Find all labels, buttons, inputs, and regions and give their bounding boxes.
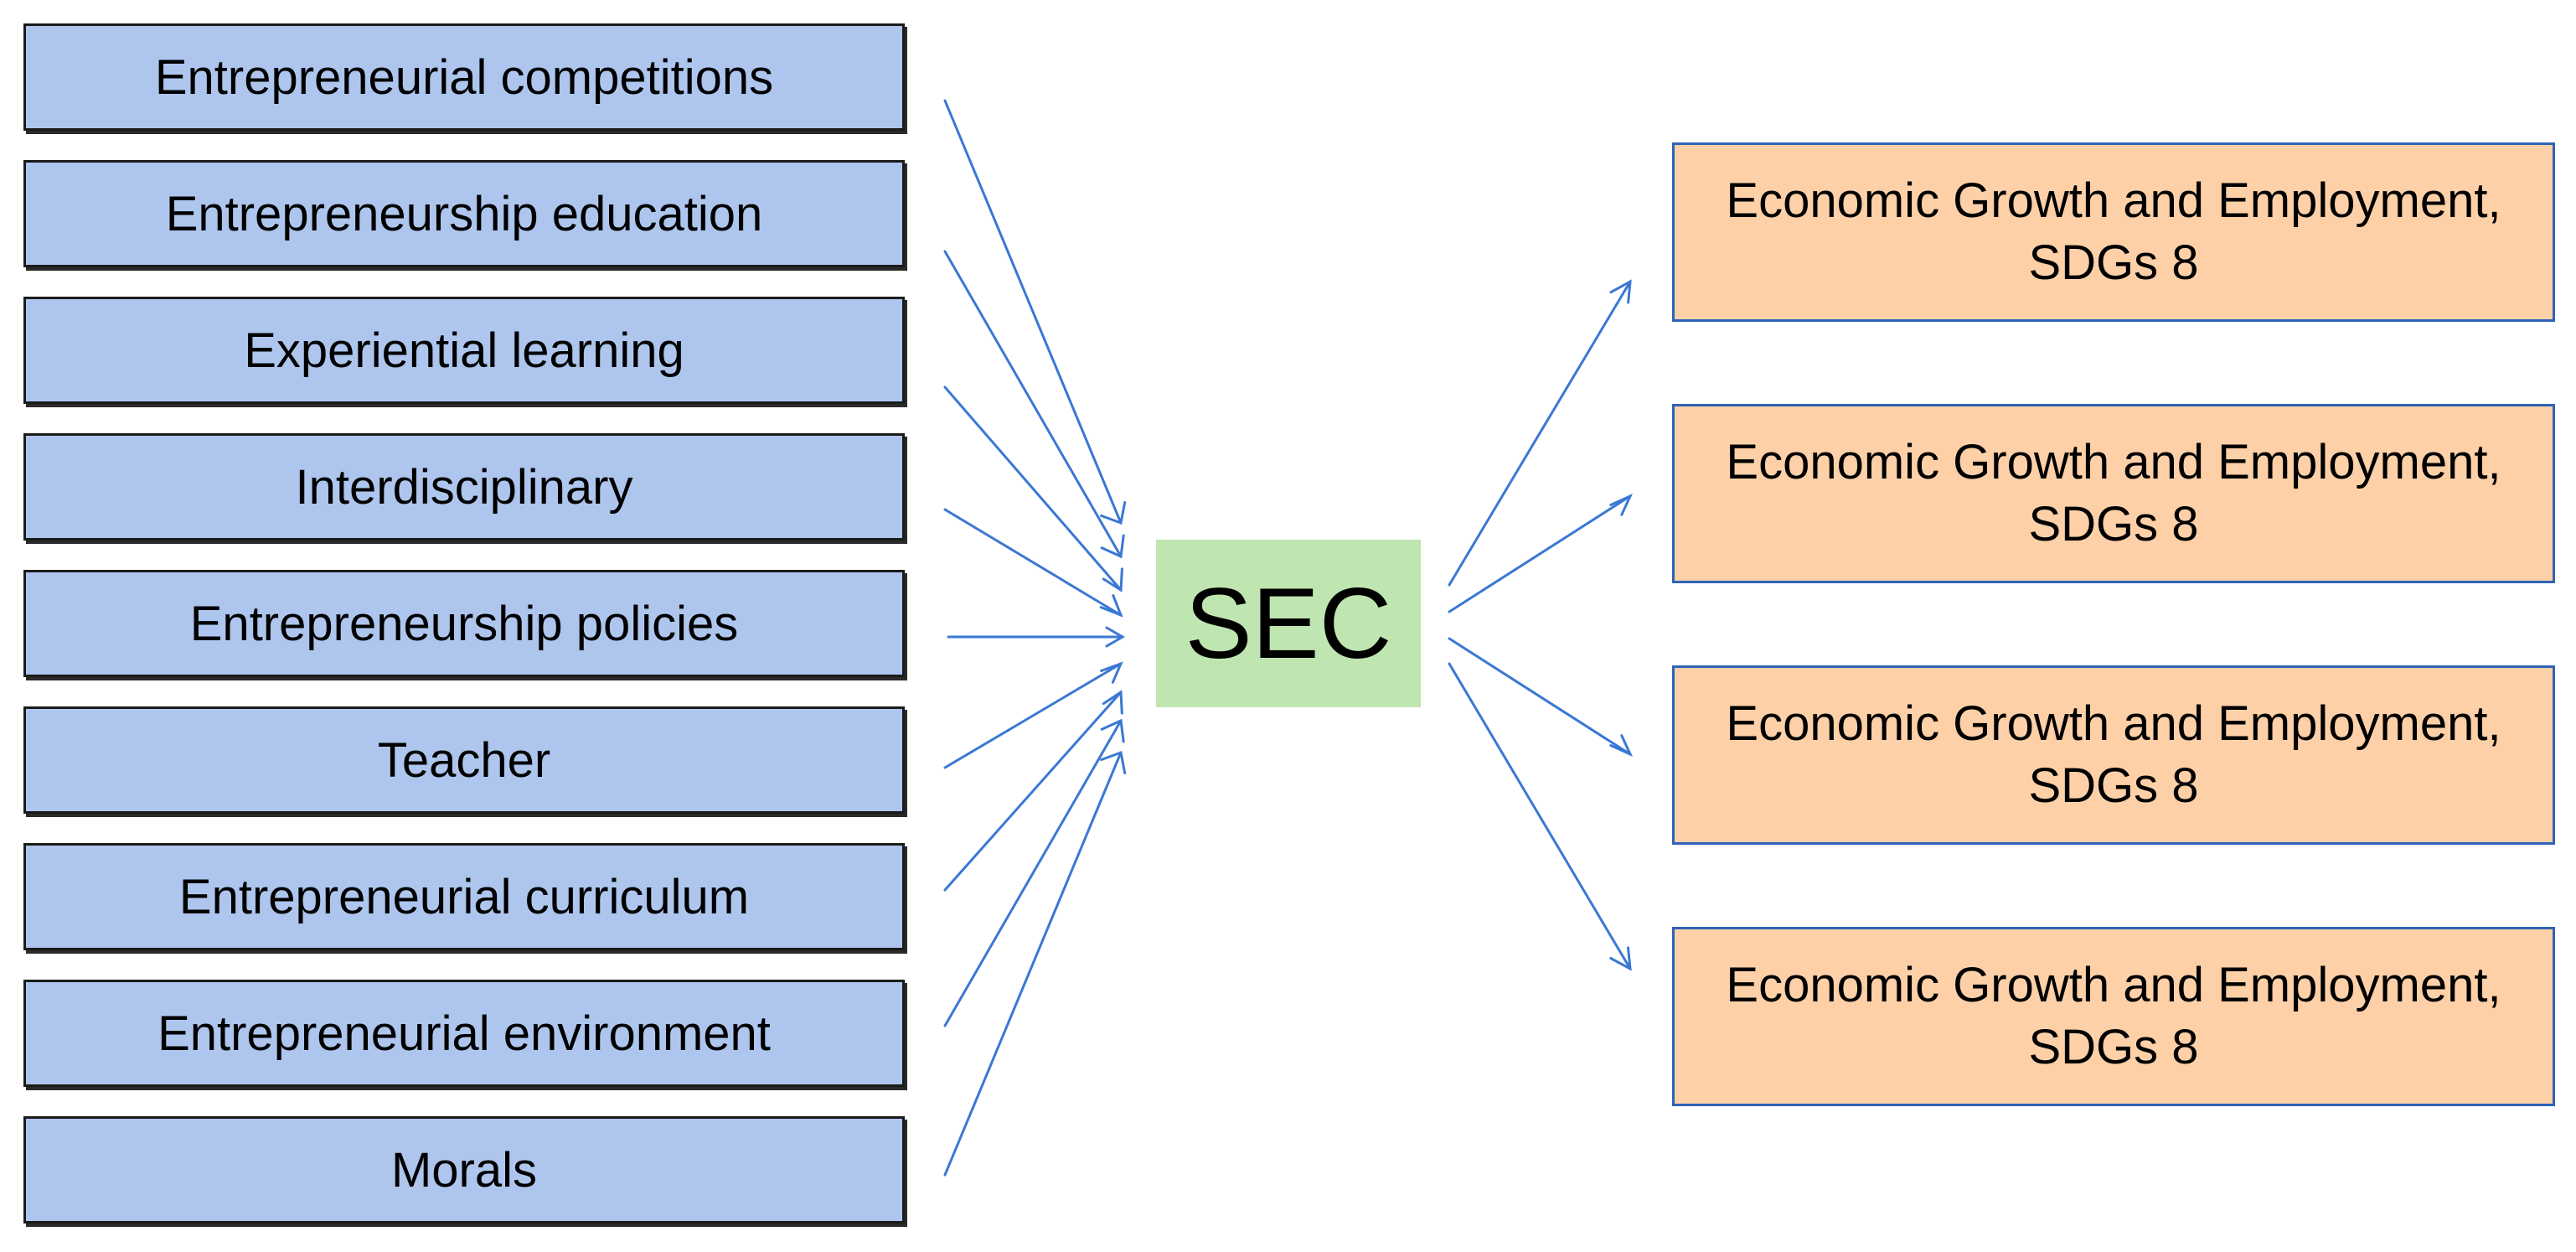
input-label: Entrepreneurial curriculum [178, 869, 750, 924]
input-box-entrepreneurial-curriculum: Entrepreneurial curriculum [23, 843, 905, 950]
input-label: Experiential learning [244, 323, 684, 378]
output-line-1: Economic Growth and Employment, [1726, 958, 2501, 1012]
output-box-3: Economic Growth and Employment, SDGs 8 [1672, 665, 2555, 845]
output-text: Economic Growth and Employment, SDGs 8 [1726, 432, 2501, 556]
output-line-1: Economic Growth and Employment, [1726, 173, 2501, 228]
arrow-from-entrepreneurship-policies [947, 626, 1125, 648]
arrow-from-interdisciplinary [943, 508, 1123, 618]
arrow-to-output-3 [1448, 637, 1634, 758]
output-line-2: SDGs 8 [2028, 1020, 2199, 1074]
arrow-from-entrepreneurship-education [943, 250, 1125, 559]
output-line-2: SDGs 8 [2028, 758, 2199, 813]
input-arrows [943, 99, 1127, 1177]
output-box-2: Economic Growth and Employment, SDGs 8 [1672, 404, 2555, 583]
output-line-2: SDGs 8 [2028, 497, 2199, 551]
output-box-4: Economic Growth and Employment, SDGs 8 [1672, 927, 2555, 1106]
arrow-from-entrepreneurial-competitions [943, 99, 1127, 525]
output-line-1: Economic Growth and Employment, [1726, 435, 2501, 489]
output-text: Economic Growth and Employment, SDGs 8 [1726, 693, 2501, 817]
input-box-entrepreneurship-education: Entrepreneurship education [23, 160, 905, 267]
arrow-from-teacher [943, 661, 1123, 769]
input-label: Morals [390, 1142, 538, 1198]
output-box-1: Economic Growth and Employment, SDGs 8 [1672, 142, 2555, 322]
input-label: Entrepreneurship education [165, 186, 763, 241]
input-box-teacher: Teacher [23, 706, 905, 814]
input-label: Entrepreneurial competitions [154, 49, 774, 105]
input-box-entrepreneurial-environment: Entrepreneurial environment [23, 980, 905, 1087]
output-text: Economic Growth and Employment, SDGs 8 [1726, 955, 2501, 1079]
output-line-2: SDGs 8 [2028, 235, 2199, 290]
arrow-from-morals [943, 750, 1127, 1177]
input-label: Entrepreneurial environment [157, 1006, 771, 1061]
arrow-from-entrepreneurial-environment [943, 718, 1125, 1027]
input-box-morals: Morals [23, 1116, 905, 1224]
output-text: Economic Growth and Employment, SDGs 8 [1726, 170, 2501, 294]
input-box-experiential-learning: Experiential learning [23, 297, 905, 404]
arrow-from-experiential-learning [943, 385, 1123, 592]
input-box-interdisciplinary: Interdisciplinary [23, 433, 905, 541]
input-box-entrepreneurship-policies: Entrepreneurship policies [23, 570, 905, 677]
arrow-to-output-4 [1448, 662, 1632, 971]
arrow-to-output-2 [1448, 493, 1634, 613]
output-arrows [1448, 279, 1634, 971]
input-label: Teacher [377, 732, 551, 788]
input-box-entrepreneurial-competitions: Entrepreneurial competitions [23, 23, 905, 131]
hub-box-sec: SEC [1156, 540, 1421, 707]
arrow-from-entrepreneurial-curriculum [943, 690, 1123, 892]
hub-label: SEC [1185, 567, 1392, 680]
input-label: Entrepreneurship policies [189, 596, 739, 651]
output-line-1: Economic Growth and Employment, [1726, 696, 2501, 751]
input-label: Interdisciplinary [295, 459, 633, 515]
arrow-to-output-1 [1448, 279, 1632, 587]
